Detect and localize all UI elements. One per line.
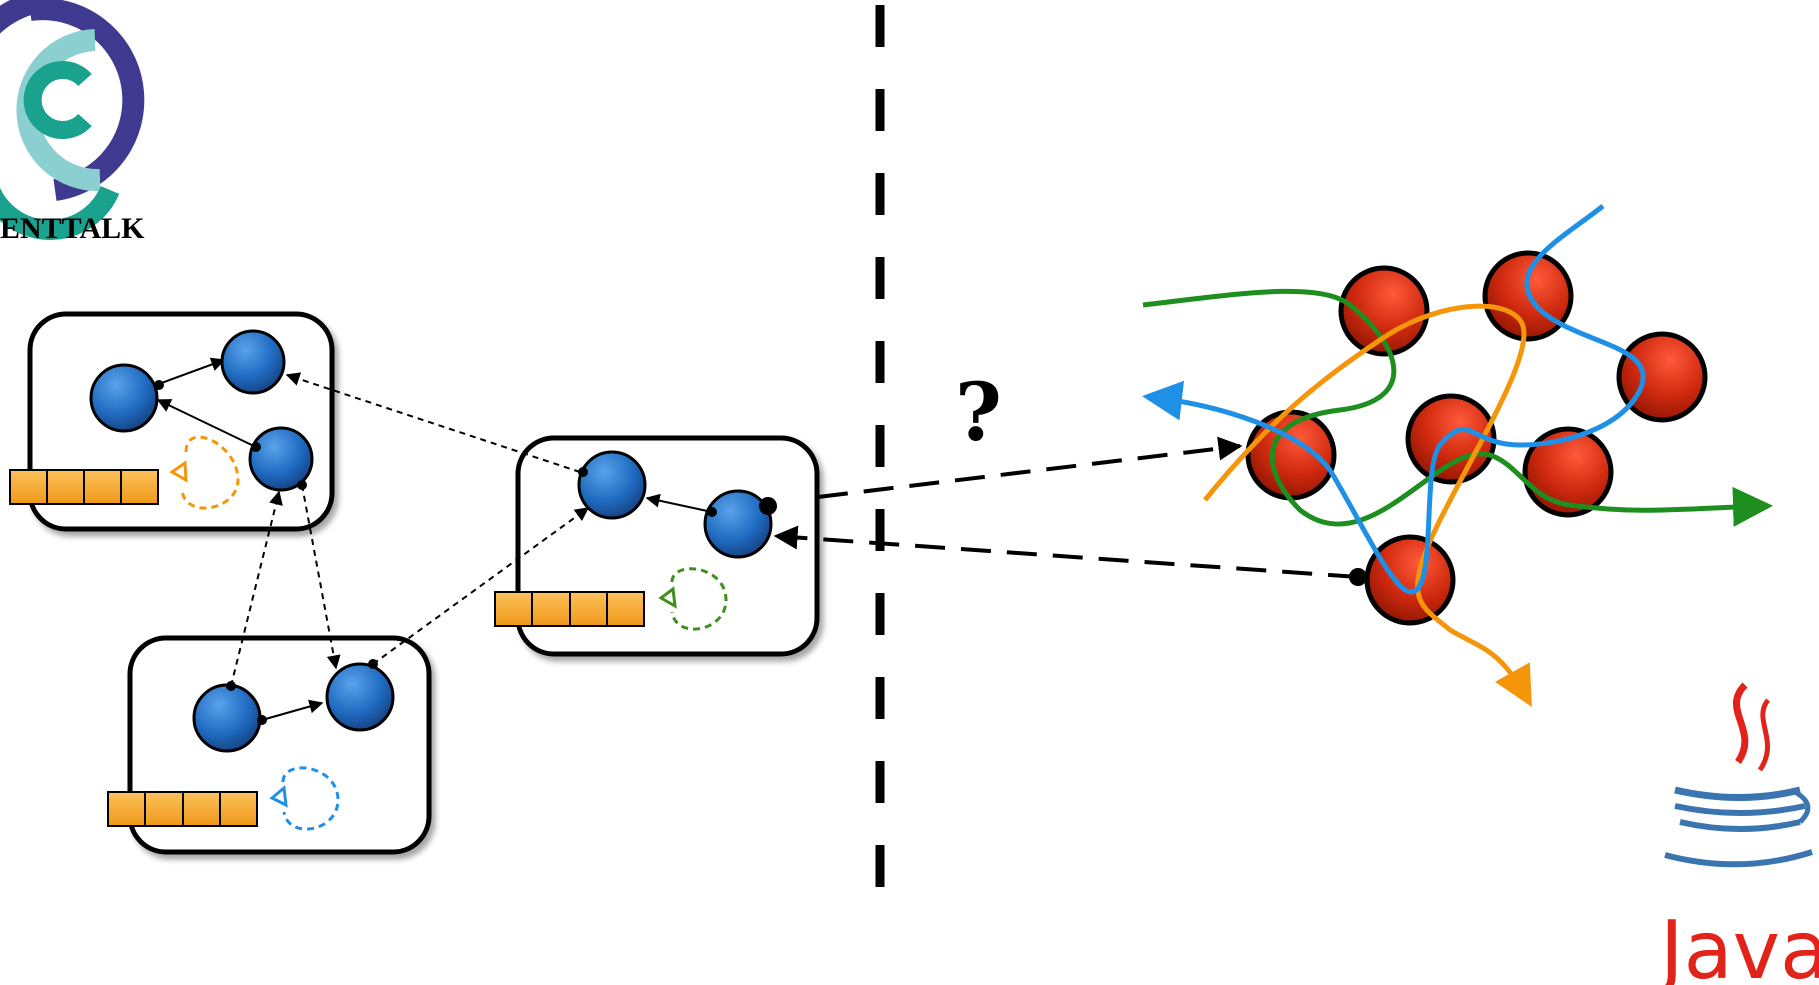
ref-dot (251, 442, 261, 452)
object-node (89, 363, 159, 433)
event-loop-icon (281, 766, 340, 831)
remote-ref-arrow (230, 490, 283, 687)
actor-box-center (494, 435, 820, 657)
event-loop-arrowhead (658, 586, 677, 609)
thread-green (1142, 288, 1773, 527)
object-node (577, 450, 647, 520)
logo-arc-teal (23, 61, 92, 139)
ref-dot (257, 715, 267, 725)
java-object-node (1616, 331, 1708, 423)
cross-boundary-arrow (817, 436, 1243, 499)
event-loop-arrowhead (269, 785, 288, 808)
java-object-node (1522, 426, 1614, 518)
ref-dot (154, 380, 164, 390)
message-queue (107, 791, 258, 827)
java-cup-handle (1793, 789, 1811, 824)
ref-dot-large (1349, 568, 1367, 586)
java-object-node (1338, 265, 1430, 357)
actor-box-bottom (107, 635, 432, 855)
ref-arrow (261, 699, 324, 721)
ref-dot (578, 467, 588, 477)
message-queue (9, 469, 159, 505)
event-loop-arrowhead (169, 460, 188, 483)
java-logo-text: Java (1655, 904, 1819, 985)
object-node (220, 329, 286, 395)
question-mark: ? (955, 365, 1002, 459)
object-node (703, 489, 773, 559)
ambienttalk-logo: ENTTALK (0, 0, 145, 245)
remote-ref-arrow (372, 507, 590, 665)
ref-dot-large (759, 497, 777, 515)
java-cup-3 (1679, 819, 1801, 832)
event-loop-icon (670, 567, 728, 631)
event-loop-icon (180, 435, 240, 510)
java-plate (1664, 849, 1813, 868)
java-cup-2 (1674, 803, 1806, 816)
object-node (248, 426, 314, 492)
ref-dot (707, 507, 717, 517)
remote-references (230, 372, 590, 687)
logo-arc-teal-2 (0, 185, 120, 240)
object-node (325, 662, 395, 732)
logo-text: ENTTALK (0, 212, 145, 245)
ref-arrow (155, 357, 226, 386)
object-node (192, 683, 262, 753)
java-cup (1674, 786, 1801, 801)
remote-ref-arrow (285, 372, 581, 473)
java-logo: Java (1655, 682, 1819, 985)
java-object-node (1364, 534, 1456, 626)
remote-ref-arrow (301, 484, 341, 670)
cross-boundary-arrow-back (773, 525, 1359, 579)
java-steam (1732, 682, 1749, 764)
thread-orange (1203, 303, 1532, 707)
thread-blue (1142, 204, 1646, 595)
java-steam-2 (1757, 698, 1771, 772)
ref-arrow (156, 399, 259, 449)
ref-arrow (645, 493, 713, 513)
message-queue (494, 591, 645, 627)
actor-box-top (9, 311, 335, 532)
